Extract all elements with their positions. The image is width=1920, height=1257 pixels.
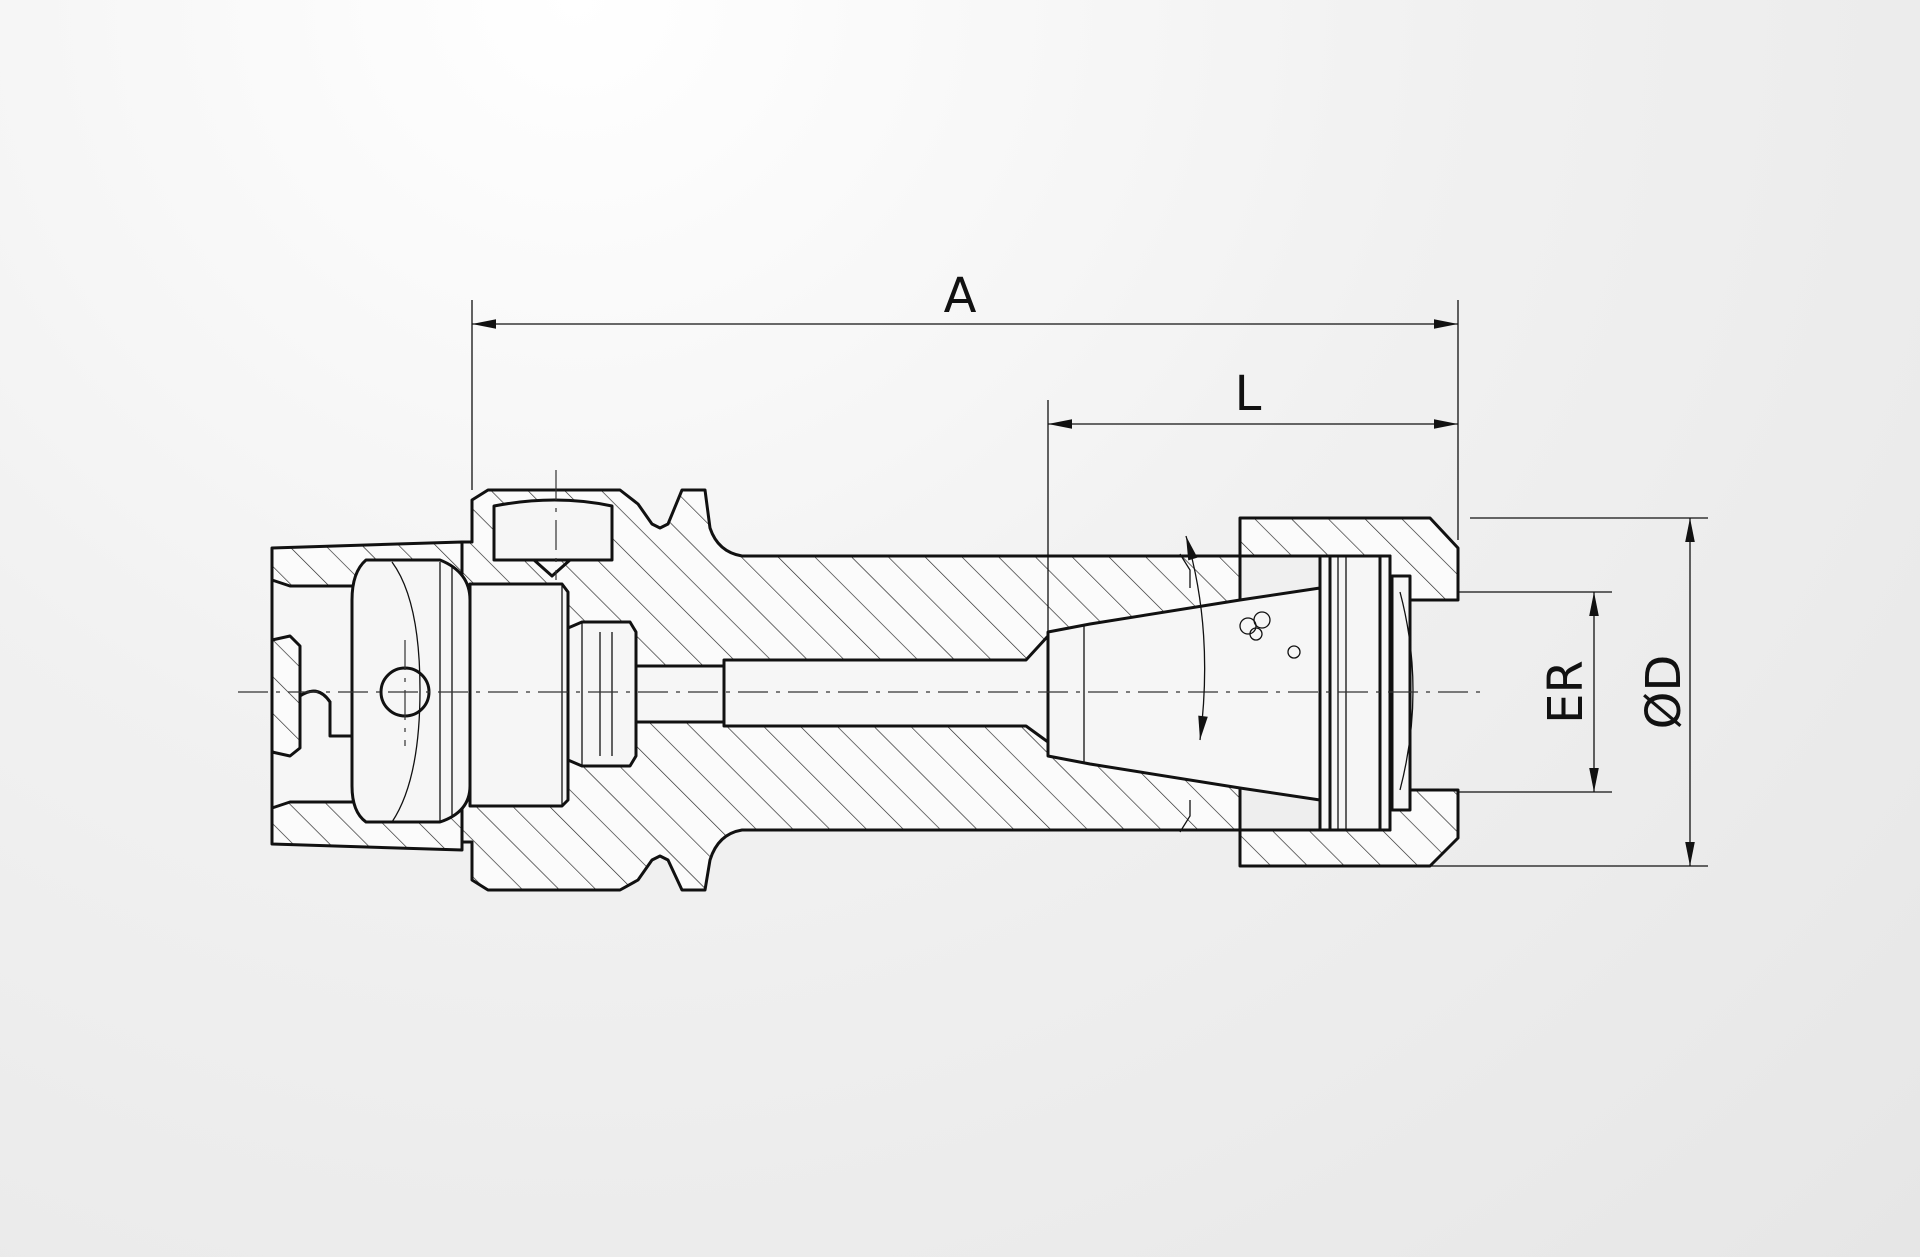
taper-angle	[1185, 535, 1208, 741]
collet-marks	[1179, 553, 1301, 833]
dimension-od-label: ØD	[1636, 655, 1692, 730]
dimension-l: L	[1047, 366, 1458, 636]
dimension-od: ØD	[1430, 517, 1708, 867]
coolant-pipe	[634, 664, 726, 724]
key-screw	[492, 498, 614, 578]
dimension-a: A	[471, 268, 1459, 540]
dimension-l-label: L	[1235, 366, 1262, 422]
nut-interior	[1328, 554, 1458, 832]
dimension-er: ER	[1458, 591, 1612, 793]
central-bore	[468, 582, 570, 808]
dimension-a-label: A	[944, 268, 977, 324]
coolant-connector	[566, 620, 638, 768]
dimension-er-label: ER	[1538, 660, 1594, 724]
